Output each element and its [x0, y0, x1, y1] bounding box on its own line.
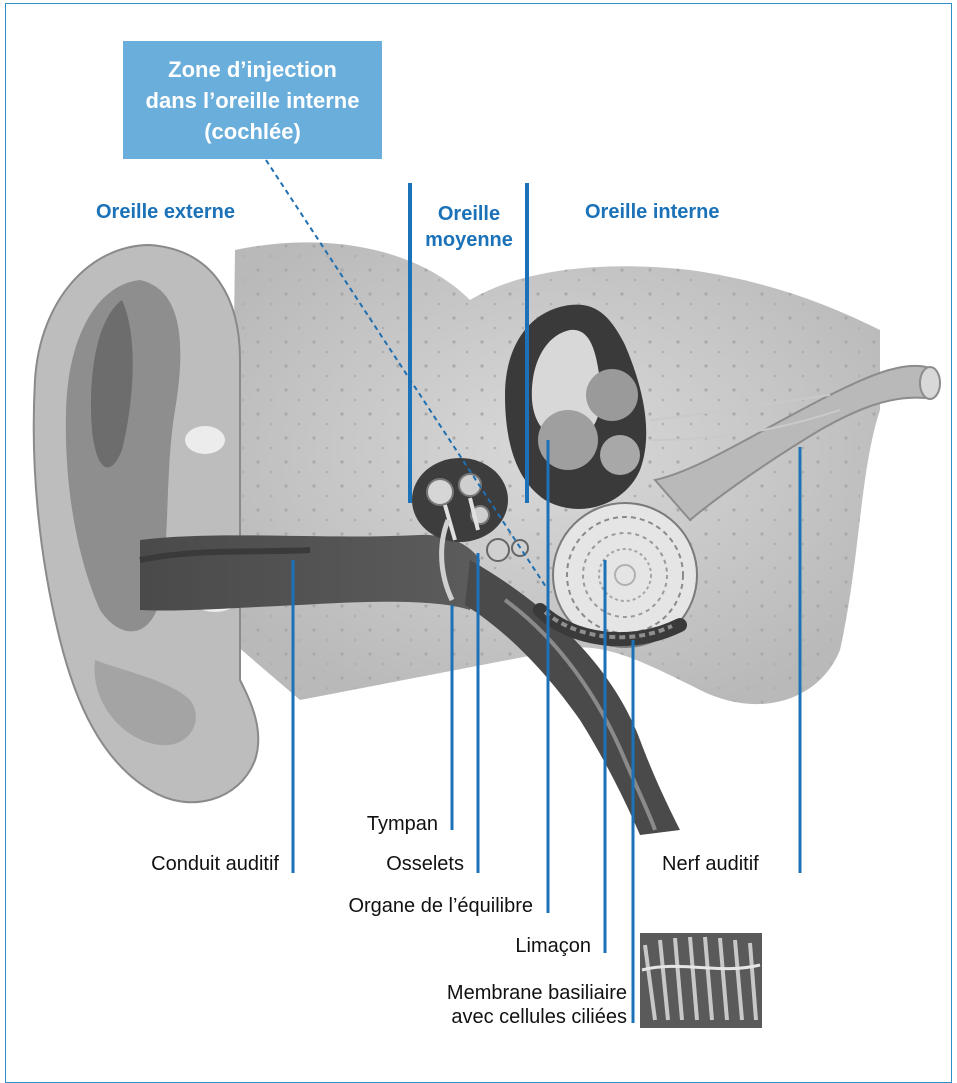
- label-nerf-auditif: Nerf auditif: [662, 852, 759, 876]
- callout-line-3: (cochlée): [123, 116, 382, 147]
- label-limacon: Limaçon: [515, 934, 591, 958]
- callout-line-1: Zone d’injection: [123, 54, 382, 85]
- zone-label-inner-ear: Oreille interne: [585, 199, 720, 225]
- middle-ear-cavity: [412, 458, 508, 542]
- label-membrane-basiliaire: Membrane basiliaire avec cellules ciliée…: [447, 981, 627, 1029]
- callout-line-2: dans l’oreille interne: [123, 85, 382, 116]
- label-osselets: Osselets: [386, 852, 464, 876]
- zone-label-middle-line-1: Oreille: [413, 201, 525, 227]
- injection-zone-callout: Zone d’injection dans l’oreille interne …: [123, 41, 382, 159]
- label-membrane-line-2: avec cellules ciliées: [447, 1005, 627, 1029]
- label-tympan: Tympan: [367, 812, 438, 836]
- zone-label-middle-ear: Oreille moyenne: [413, 201, 525, 253]
- zone-label-middle-line-2: moyenne: [413, 227, 525, 253]
- label-conduit-auditif: Conduit auditif: [151, 852, 279, 876]
- zone-label-outer-ear: Oreille externe: [96, 199, 235, 225]
- ear-canal: [140, 535, 480, 611]
- hair-cell-micrograph: [640, 933, 762, 1028]
- label-membrane-line-1: Membrane basiliaire: [447, 981, 627, 1005]
- label-organe-equilibre: Organe de l’équilibre: [348, 894, 533, 918]
